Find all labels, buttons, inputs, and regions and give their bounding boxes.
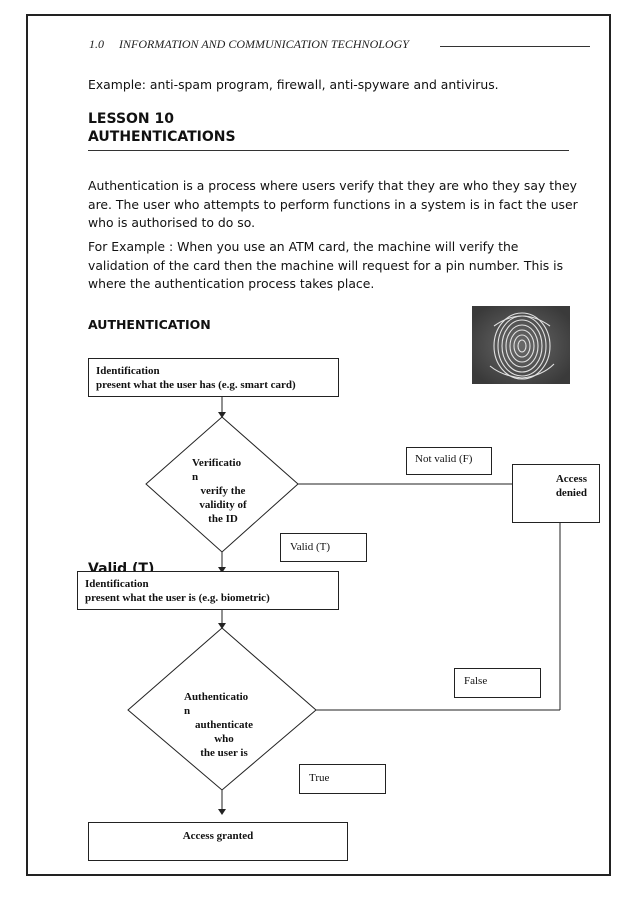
lesson-number: LESSON 10 — [88, 111, 174, 127]
authentication-diamond — [127, 627, 317, 791]
section-title: INFORMATION AND COMMUNICATION TECHNOLOGY — [119, 37, 409, 51]
false-label: False — [454, 668, 541, 698]
authentication-line1: Authenticatio — [184, 691, 249, 703]
authentication-line4: who — [214, 733, 234, 745]
true-label: True — [299, 764, 386, 794]
access-granted-label: Access granted — [182, 830, 254, 842]
access-granted-box: Access granted — [88, 822, 348, 861]
access-denied-box: Access denied — [512, 464, 600, 523]
valid-label: Valid (T) — [280, 533, 367, 562]
verification-diamond — [145, 416, 299, 553]
example-line: Example: anti-spam program, firewall, an… — [88, 77, 499, 92]
authentication-line5: the user is — [200, 747, 248, 759]
page-border — [26, 14, 611, 876]
verification-line1: Verificatio — [192, 457, 242, 469]
identification-box-2: Identification present what the user is … — [77, 571, 339, 610]
not-valid-label: Not valid (F) — [406, 447, 492, 475]
lesson-title: LESSON 10 AUTHENTICATIONS — [88, 110, 236, 146]
verification-line5: the ID — [208, 513, 238, 525]
verification-line3: verify the — [200, 485, 246, 497]
lesson-rule — [88, 150, 569, 151]
identification-1-title: Identification — [96, 365, 160, 377]
header-rule — [440, 46, 590, 47]
identification-2-title: Identification — [85, 578, 149, 590]
running-header: 1.0 INFORMATION AND COMMUNICATION TECHNO… — [89, 37, 409, 52]
authentication-line2: n — [184, 705, 191, 717]
verification-line4: validity of — [199, 499, 247, 511]
paragraph-example: For Example : When you use an ATM card, … — [88, 239, 564, 291]
section-heading: AUTHENTICATION — [88, 317, 211, 332]
identification-box-1: Identification present what the user has… — [88, 358, 339, 397]
identification-2-desc: present what the user is (e.g. biometric… — [85, 592, 270, 604]
section-number: 1.0 — [89, 37, 104, 51]
verification-line2: n — [192, 471, 199, 483]
authentication-line3: authenticate — [194, 719, 254, 731]
access-denied-line1: Access — [555, 473, 587, 485]
fingerprint-image — [472, 306, 570, 384]
paragraph-definition: Authentication is a process where users … — [88, 178, 578, 230]
authentication-text: Authenticatio n authenticate who the use… — [184, 690, 264, 760]
access-denied-line2: denied — [555, 487, 587, 499]
verification-text: Verificatio n verify the validity of the… — [192, 456, 262, 526]
lesson-name: AUTHENTICATIONS — [88, 129, 236, 145]
identification-1-desc: present what the user has (e.g. smart ca… — [96, 379, 296, 391]
